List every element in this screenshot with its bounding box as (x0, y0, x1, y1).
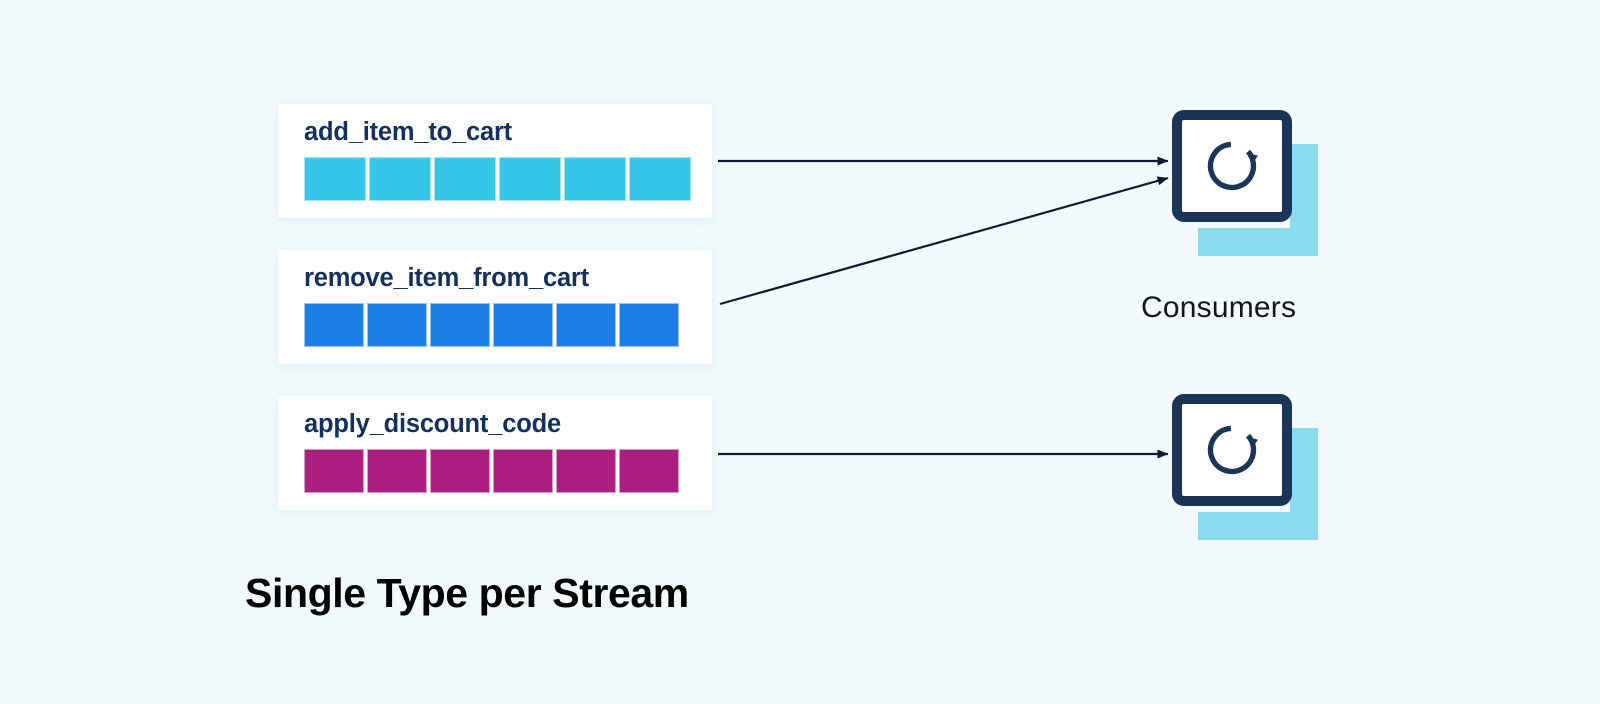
arrow-remove-item-to-consumer-1 (719, 176, 1169, 306)
shadow-bar-bottom (1198, 228, 1318, 256)
consumer-node-2[interactable] (1172, 394, 1318, 540)
stream-segment (629, 157, 691, 201)
consumer-box-1[interactable] (1172, 110, 1292, 222)
stream-segment (369, 157, 431, 201)
consumers-label: Consumers (1141, 291, 1297, 324)
stream-card-apply-discount-code[interactable]: apply_discount_code (278, 396, 712, 510)
circular-arrow-refresh-icon (1207, 425, 1258, 475)
consumer-shadow-2 (1198, 428, 1318, 540)
consumer-node-1[interactable] (1172, 110, 1318, 256)
stream-segment (304, 157, 366, 201)
stream-segment (493, 449, 553, 493)
stream-segment (619, 303, 679, 347)
stream-segment (434, 157, 496, 201)
shadow-bar-bottom (1198, 512, 1318, 540)
stream-title: apply_discount_code (304, 410, 561, 438)
stream-segment (619, 449, 679, 493)
circular-arrow-refresh-icon (1207, 141, 1258, 191)
stream-segment (556, 449, 616, 493)
stream-segment (430, 303, 490, 347)
stream-segment (304, 303, 364, 347)
stream-segment (493, 303, 553, 347)
stream-segment (367, 303, 427, 347)
stream-segment (304, 449, 364, 493)
stream-segment (556, 303, 616, 347)
stream-segments (304, 157, 691, 201)
stream-segment (564, 157, 626, 201)
stream-title: add_item_to_cart (304, 118, 512, 146)
stream-card-add-item-to-cart[interactable]: add_item_to_cart (278, 104, 712, 218)
stream-segments (304, 449, 679, 493)
stream-segment (430, 449, 490, 493)
stream-title: remove_item_from_cart (304, 264, 589, 292)
stream-segments (304, 303, 679, 347)
consumer-box-2[interactable] (1172, 394, 1292, 506)
stream-segment (367, 449, 427, 493)
stream-segment (499, 157, 561, 201)
stream-card-remove-item-from-cart[interactable]: remove_item_from_cart (278, 250, 712, 364)
page-title: Single Type per Stream (245, 570, 689, 616)
consumer-shadow-1 (1198, 144, 1318, 256)
